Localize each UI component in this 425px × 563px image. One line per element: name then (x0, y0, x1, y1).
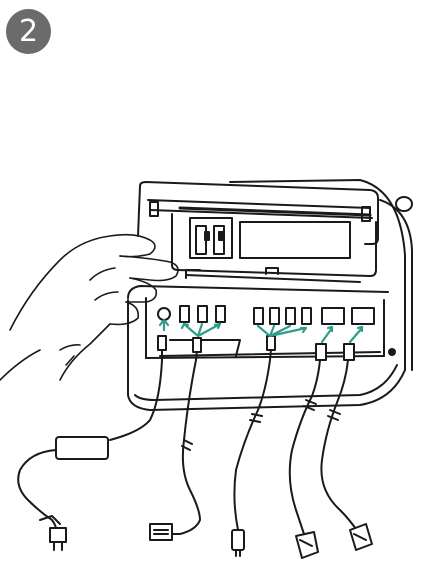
usb-c-cable (231, 335, 276, 557)
power-adapter-cable (17, 335, 167, 551)
hand-illustration (0, 233, 179, 381)
power-adapter-brick (55, 436, 109, 460)
arrow-icon (348, 326, 364, 344)
arrow-icon (180, 322, 190, 330)
arrow-icon (256, 324, 308, 338)
usb-c-port (301, 307, 312, 325)
usb-a-port (215, 305, 226, 323)
device-lid (137, 181, 379, 245)
arrow-icon (356, 325, 364, 333)
usb-c-port (253, 307, 264, 325)
usb-c-port (269, 307, 280, 325)
usb-a-cable (149, 337, 202, 541)
usb-c-connector (231, 529, 245, 551)
power-port (157, 307, 171, 321)
arrow-icon (326, 325, 334, 333)
ethernet-connector (295, 531, 319, 559)
device-inner-panel (171, 213, 377, 283)
step-number-badge: 2 (6, 9, 51, 54)
arrow-icon (213, 322, 222, 330)
insertion-arrows (158, 318, 364, 344)
ethernet-port (351, 307, 375, 325)
arrow-icon (320, 326, 334, 344)
arrow-icon (299, 326, 308, 334)
ethernet-port (321, 307, 345, 325)
usb-a-port (179, 305, 190, 323)
arrow-icon (182, 322, 222, 338)
ethernet-cable-1 (288, 343, 327, 559)
usb-a-connector (149, 523, 173, 541)
arrow-icon (158, 318, 170, 327)
ethernet-cable-2 (320, 343, 373, 551)
usb-c-port (285, 307, 296, 325)
device-body (127, 179, 413, 411)
usb-a-port (197, 305, 208, 323)
